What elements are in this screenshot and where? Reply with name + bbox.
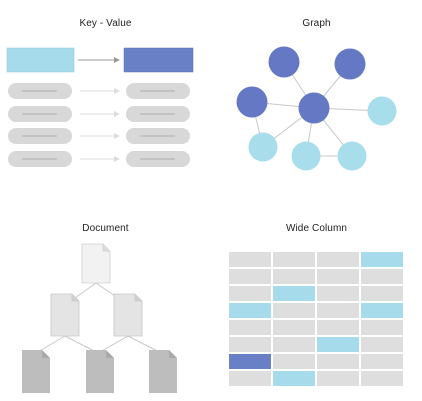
document-leaf [149, 350, 177, 393]
grid-cell-dark [229, 354, 271, 369]
graph-node-light [248, 132, 278, 162]
grid-cell [273, 269, 315, 284]
graph-node-center [298, 92, 330, 124]
grid-cell-highlight [273, 286, 315, 301]
grid-cell-highlight [361, 303, 403, 318]
wide-column-title: Wide Column [285, 223, 348, 234]
grid-cell [273, 320, 315, 335]
wide-column-grid [229, 252, 403, 386]
grid-cell [229, 337, 271, 352]
document-panel: Document [0, 201, 211, 401]
document-title: Document [82, 223, 129, 234]
grid-cell-highlight [273, 371, 315, 386]
grid-cell [361, 320, 403, 335]
graph-title: Graph [302, 18, 331, 29]
grid-cell [317, 320, 359, 335]
graph-node-dark [236, 86, 268, 118]
graph-diagram [236, 46, 397, 171]
document-child [50, 293, 80, 337]
graph-node-dark [334, 48, 366, 80]
document-child [113, 293, 143, 337]
key-value-diagram [6, 47, 194, 167]
key-value-title: Key - Value [79, 18, 132, 29]
key-value-row [8, 83, 190, 99]
graph-panel: Graph [211, 0, 422, 200]
grid-cell [361, 354, 403, 369]
grid-cell-highlight [361, 252, 403, 267]
key-box [6, 47, 75, 73]
graph-node-light [337, 141, 367, 171]
document-root [81, 243, 111, 284]
grid-cell [361, 269, 403, 284]
grid-cell [317, 252, 359, 267]
grid-cell [273, 354, 315, 369]
graph-node-dark [268, 46, 300, 78]
grid-cell [229, 252, 271, 267]
grid-cell [317, 371, 359, 386]
graph-node-light [367, 96, 397, 126]
document-leaf [86, 350, 114, 393]
grid-cell-highlight [229, 303, 271, 318]
grid-cell [317, 303, 359, 318]
key-value-panel: Key - Value [0, 0, 211, 200]
grid-cell [361, 337, 403, 352]
grid-cell [317, 286, 359, 301]
document-diagram [22, 243, 177, 393]
key-value-row [8, 128, 190, 144]
grid-cell [229, 371, 271, 386]
grid-cell [273, 337, 315, 352]
grid-cell [361, 286, 403, 301]
grid-cell [317, 269, 359, 284]
grid-cell [361, 371, 403, 386]
grid-cell [229, 269, 271, 284]
graph-node-light [291, 141, 321, 171]
key-value-row [8, 151, 190, 167]
grid-cell-highlight [317, 337, 359, 352]
document-leaf [22, 350, 50, 393]
grid-cell [229, 320, 271, 335]
grid-cell [273, 252, 315, 267]
value-box [123, 47, 194, 73]
grid-cell [229, 286, 271, 301]
wide-column-panel: Wide Column [211, 201, 422, 401]
grid-cell [273, 303, 315, 318]
grid-cell [317, 354, 359, 369]
key-value-row [8, 106, 190, 122]
